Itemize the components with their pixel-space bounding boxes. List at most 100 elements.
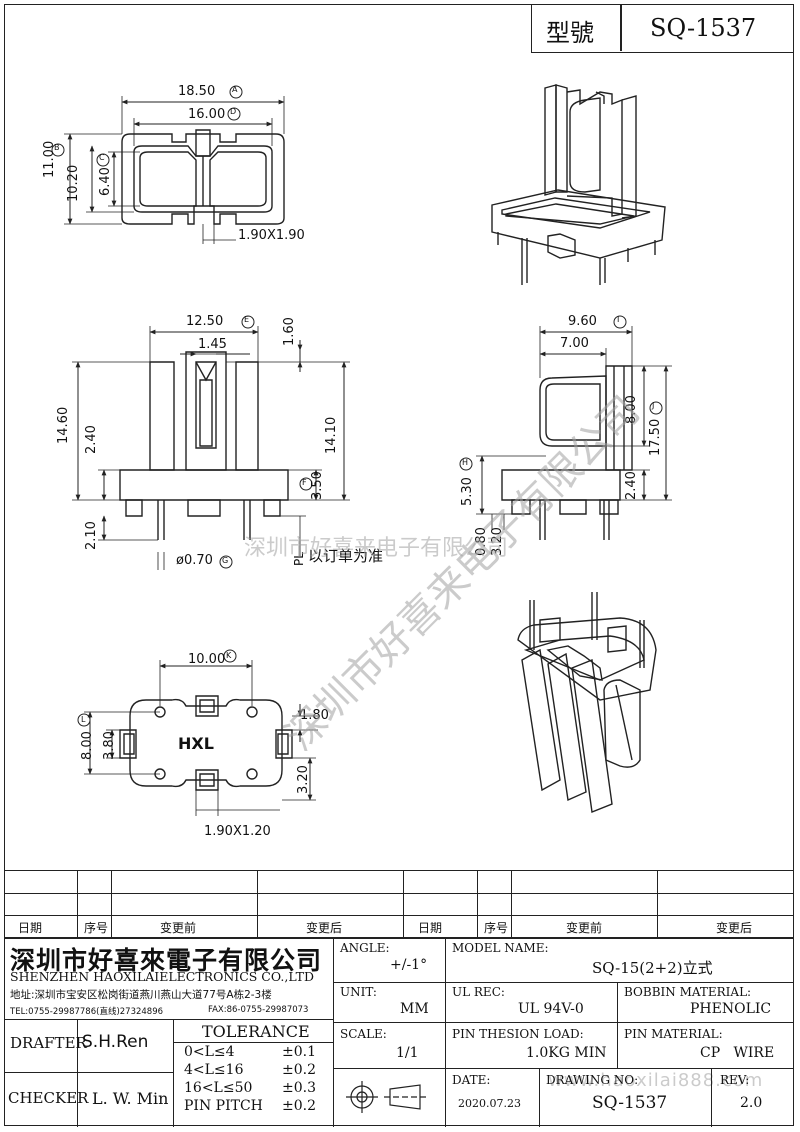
drawing-no-cell: DRAWING NO: SQ-1537: [540, 1069, 712, 1127]
side-dim-1-tag: I: [617, 315, 620, 324]
top-view: [51, 85, 285, 244]
front-dim-1-tag: E: [244, 315, 250, 324]
side-dim-2: 7.00: [560, 336, 589, 351]
checker-label: CHECKER: [8, 1089, 89, 1107]
unit-label: UNIT:: [340, 985, 377, 999]
top-dim-2: 16.00: [188, 107, 226, 122]
rev-header-date-2: 日期: [404, 916, 478, 938]
drawing-no-label: DRAWING NO:: [546, 1073, 639, 1087]
checker-value-cell: L. W. Min: [78, 1073, 174, 1127]
side-dim-4: 17.50: [648, 418, 663, 456]
rev-label: REV:: [720, 1073, 750, 1087]
date-cell: DATE: 2020.07.23: [446, 1069, 540, 1127]
date-value: 2020.07.23: [458, 1097, 521, 1110]
tolerance-value-2: ±0.2: [282, 1062, 316, 1078]
pin-material-cell: PIN MATERIAL: CP WIRE: [618, 1023, 794, 1069]
scale-value: 1/1: [396, 1045, 419, 1061]
front-note: 以订单为准: [308, 547, 384, 565]
side-dim-6: 2.40: [624, 471, 639, 500]
drawing-frame: [4, 4, 794, 1126]
model-title-block: 型號 SQ-1537: [531, 5, 794, 53]
rev-header-date-1: 日期: [4, 916, 78, 938]
rev-header-seq-2: 序号: [478, 916, 512, 938]
bottom-view: [77, 649, 318, 816]
top-dim-1: 18.50: [178, 84, 216, 99]
rev-header-before-2: 变更前: [512, 916, 658, 938]
top-dim-5: 6.40: [98, 167, 113, 196]
rev-header-after-1: 变更后: [258, 916, 404, 938]
side-view: [459, 315, 672, 540]
model-divider: [620, 5, 622, 51]
checker-label-cell: CHECKER: [4, 1073, 88, 1127]
pin-load-cell: PIN THESION LOAD: 1.0KG MIN: [446, 1023, 618, 1069]
scale-label: SCALE:: [340, 1027, 387, 1041]
title-block: 深圳市好喜來電子有限公司 SHENZHEN HAOXILAIELECTRONIC…: [4, 938, 794, 1127]
rev-header-before-1: 变更前: [112, 916, 258, 938]
side-dim-5-tag: H: [462, 458, 469, 467]
pin-load-label: PIN THESION LOAD:: [452, 1027, 584, 1041]
front-dim-7-tag: F: [302, 478, 307, 487]
model-name-value: SQ-15(2+2)立式: [592, 959, 713, 977]
company-name-cn: 深圳市好喜來電子有限公司: [10, 946, 323, 975]
ul-cell: UL REC: UL 94V-0: [446, 983, 618, 1023]
ul-label: UL REC:: [452, 985, 505, 999]
side-dim-5: 5.30: [460, 477, 475, 506]
pin-load-value: 1.0KG MIN: [526, 1045, 607, 1061]
rev-header-after-2: 变更后: [658, 916, 794, 938]
tolerance-range-3: 16<L≤50: [184, 1080, 253, 1096]
bottom-dim-3: 8.00: [80, 731, 95, 760]
tolerance-value-3: ±0.3: [282, 1080, 316, 1096]
top-dim-4: 10.20: [66, 164, 81, 202]
bottom-dim-6: 1.90X1.20: [204, 824, 271, 839]
front-dim-9: ø0.70: [176, 553, 213, 568]
drafter-label: DRAFTER: [10, 1034, 87, 1052]
drafter-label-cell: DRAFTER: [4, 1020, 87, 1073]
tolerance-range-4: PIN PITCH: [184, 1098, 263, 1114]
checker-value: L. W. Min: [92, 1089, 169, 1108]
angle-label: ANGLE:: [340, 941, 390, 955]
bobbin-label: BOBBIN MATERIAL:: [624, 985, 752, 999]
front-dim-6: 14.10: [324, 416, 339, 454]
rev-value: 2.0: [740, 1095, 763, 1111]
tolerance-value-4: ±0.2: [282, 1098, 316, 1114]
unit-value: MM: [400, 1001, 429, 1017]
front-dim-9-tag: G: [222, 556, 229, 565]
front-dim-2: 1.45: [198, 337, 227, 352]
tolerance-block: TOLERANCE 0<L≤4 ±0.1 4<L≤16 ±0.2 16<L≤50…: [174, 1020, 334, 1127]
top-dim-5-tag: C: [99, 153, 105, 162]
company-address: 地址:深圳市宝安区松岗街道燕川燕山大道77号A栋2-3楼: [10, 989, 272, 1001]
front-dim-8: 2.10: [84, 521, 99, 550]
scale-cell: SCALE: 1/1: [334, 1023, 446, 1069]
bottom-dim-5: 3.20: [296, 765, 311, 794]
bottom-dim-4: 3.80: [102, 731, 117, 760]
company-fax: FAX:86-0755-29987073: [208, 1005, 309, 1015]
angle-cell: ANGLE: +/-1°: [334, 939, 446, 983]
top-dim-2-tag: D: [230, 107, 237, 116]
company-tel: TEL:0755-29987786(直线)27324896: [10, 1007, 164, 1017]
front-dim-7: 3.50: [310, 471, 325, 500]
projection-symbol-icon: [346, 1081, 426, 1113]
pin-material-label: PIN MATERIAL:: [624, 1027, 723, 1041]
unit-cell: UNIT: MM: [334, 983, 446, 1023]
angle-value: +/-1°: [390, 957, 428, 973]
revision-table: 日期 序号 变更前 变更后 日期 序号 变更前 变更后: [4, 870, 794, 938]
bobbin-value: PHENOLIC: [690, 1001, 772, 1017]
top-dim-1-tag: A: [232, 85, 238, 94]
side-dim-1: 9.60: [568, 314, 597, 329]
bottom-dim-3-tag: L: [81, 715, 86, 724]
bottom-dim-1: 10.00: [188, 652, 226, 667]
bottom-dim-1-tag: K: [226, 651, 232, 660]
iso-view-top: [491, 84, 666, 285]
rev-header-seq-1: 序号: [78, 916, 112, 938]
side-dim-4-tag: J: [652, 401, 655, 410]
ul-value: UL 94V-0: [518, 1001, 584, 1017]
model-name-cell: MODEL NAME: SQ-15(2+2)立式: [446, 939, 794, 983]
projection-symbol-cell: [334, 1069, 446, 1127]
company-name-en: SHENZHEN HAOXILAIELECTRONICS CO.,LTD: [10, 969, 314, 984]
model-name-label: MODEL NAME:: [452, 941, 549, 955]
front-view: [72, 315, 350, 570]
top-dim-3-tag: B: [54, 143, 60, 152]
front-dim-4: 14.60: [56, 406, 71, 444]
bobbin-cell: BOBBIN MATERIAL: PHENOLIC: [618, 983, 794, 1023]
technical-drawing: [51, 84, 672, 816]
